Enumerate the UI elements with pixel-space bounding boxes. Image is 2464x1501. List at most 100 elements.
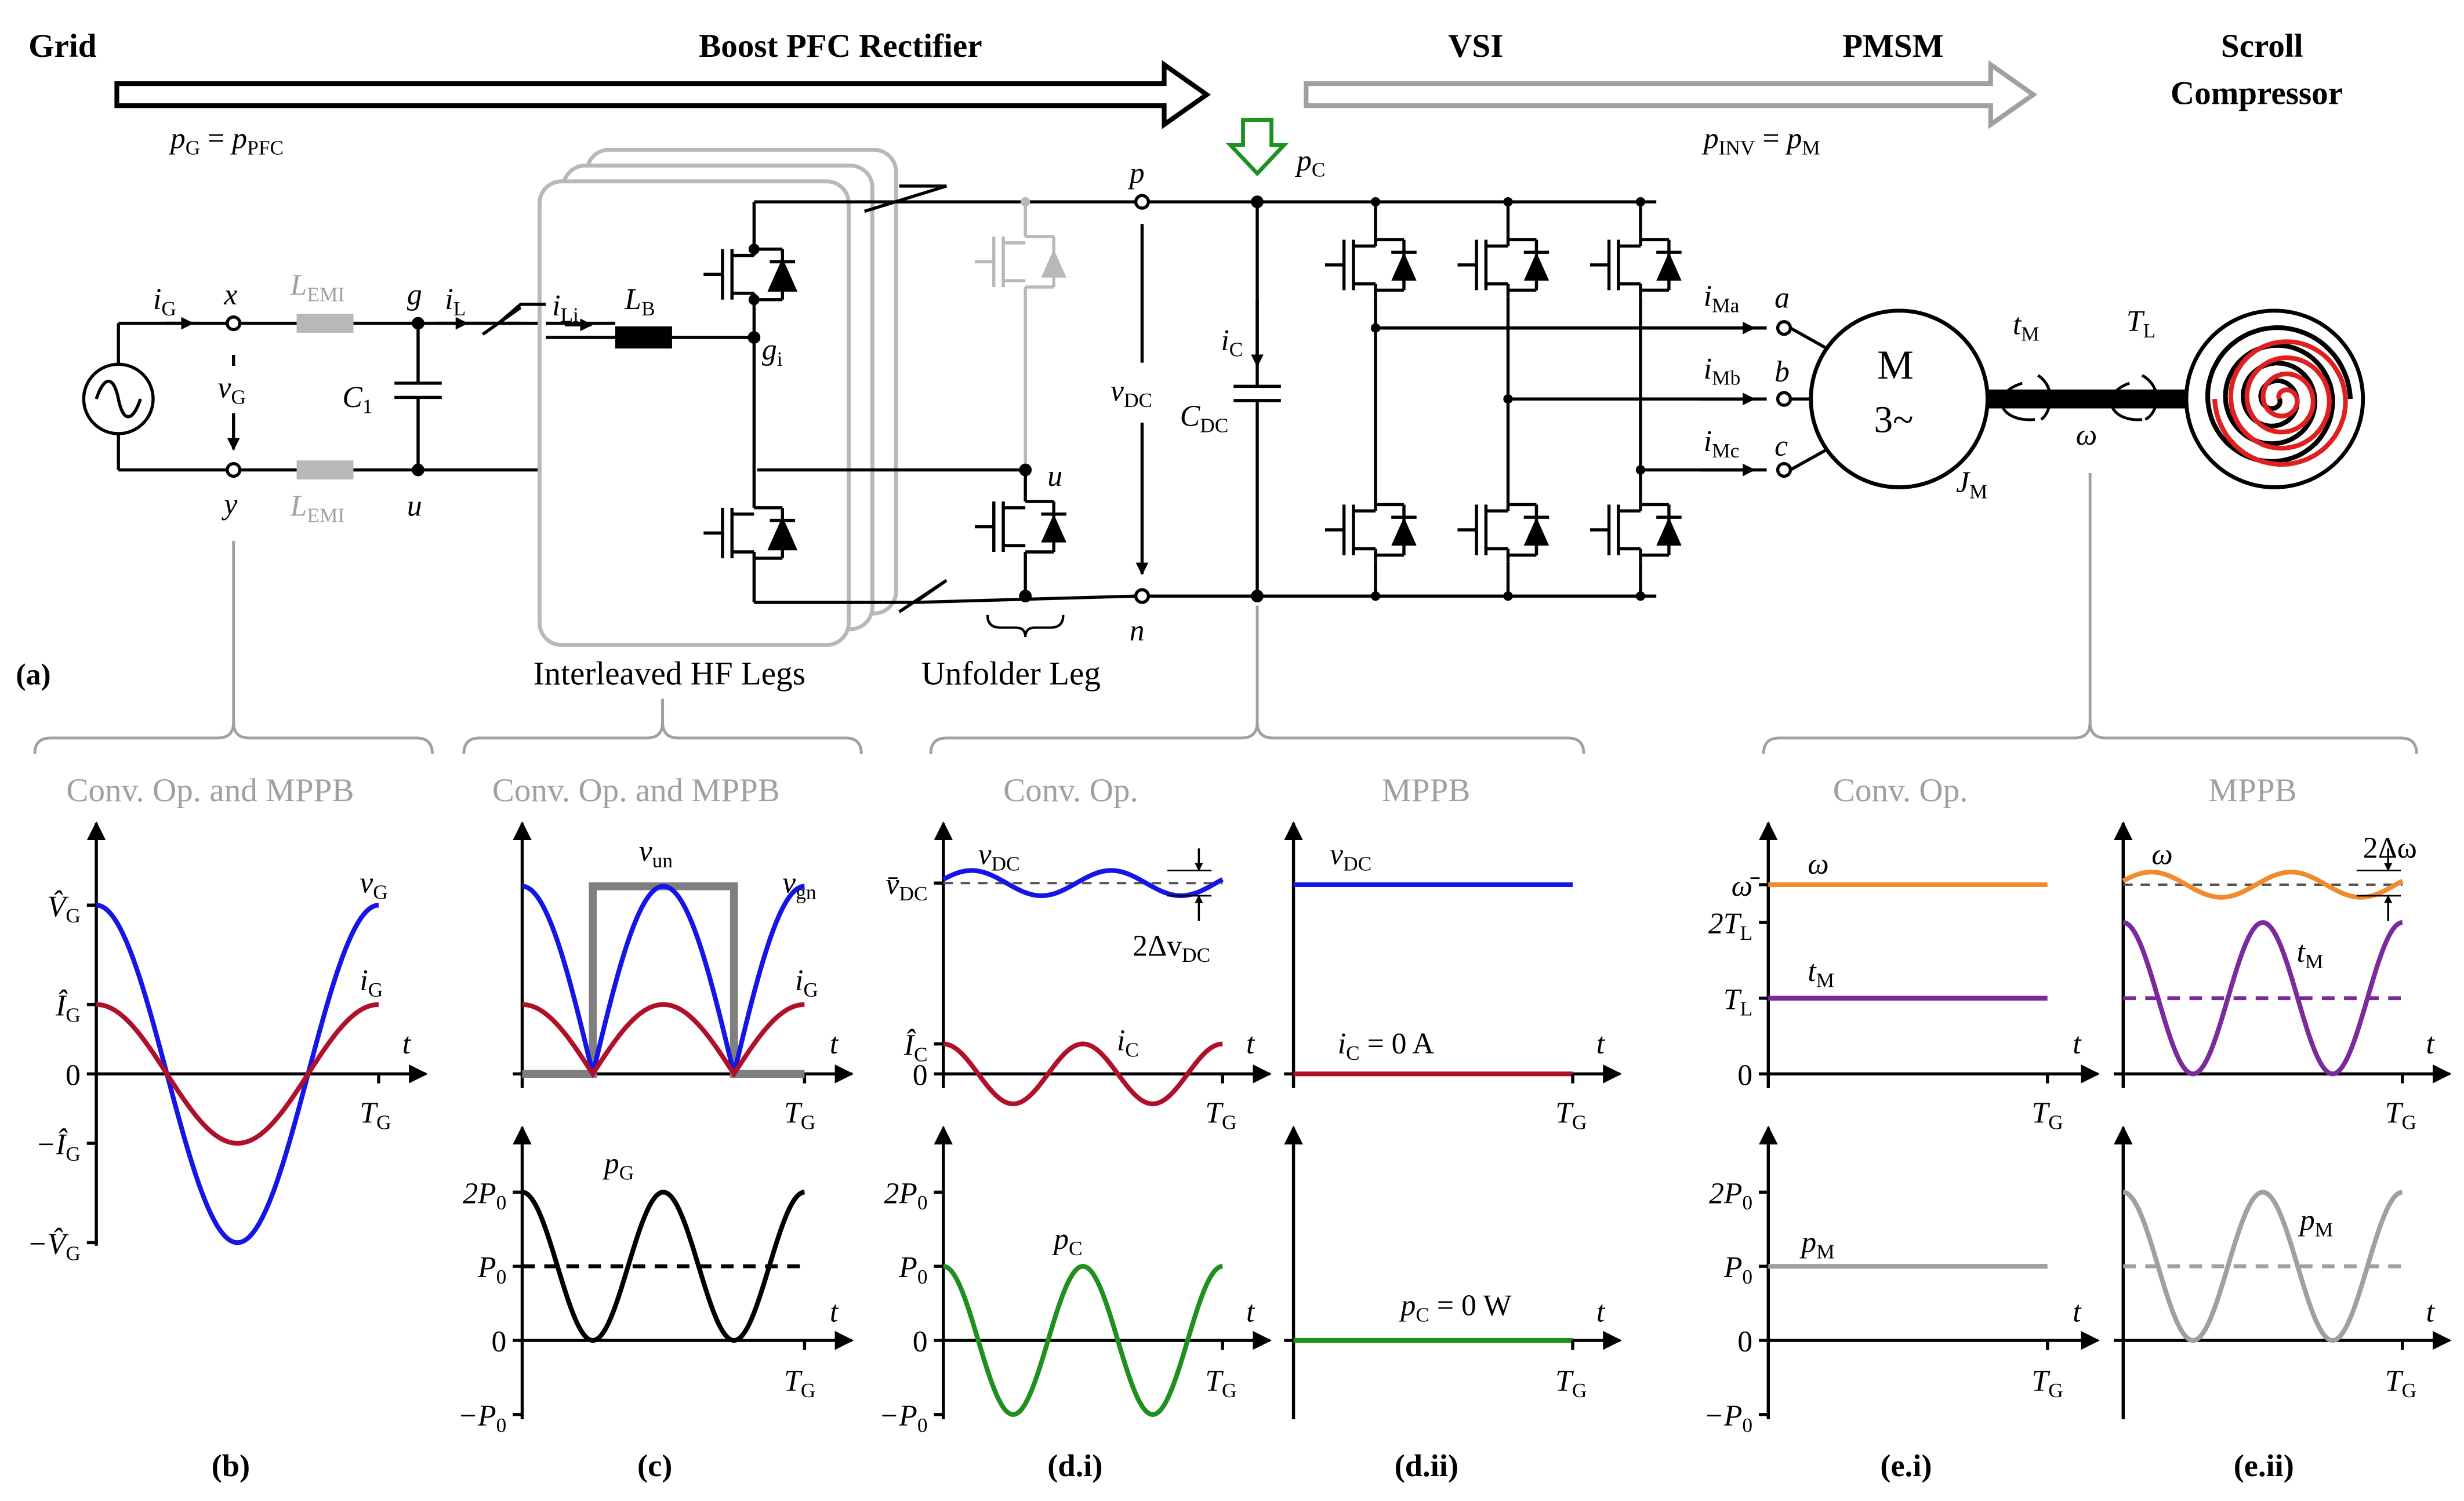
- motor-label-m: M: [1877, 343, 1914, 388]
- label-x: x: [223, 278, 237, 311]
- panel-labels: (b) (c) (d.i) (d.ii) (e.i) (e.ii): [212, 1448, 2294, 1483]
- tick-label-vdcbar: v̄DC: [886, 868, 927, 905]
- banner-pmsm: PMSM: [1842, 28, 1943, 64]
- terminal-x: [226, 315, 242, 332]
- vsi-bridge: [1324, 197, 1682, 601]
- vsi-switch-bottom: [1457, 498, 1549, 562]
- banner: Grid Boost PFC Rectifier VSI PMSM Scroll…: [28, 28, 2343, 159]
- vsi-leg: [1324, 197, 1417, 601]
- inductor-lb: [615, 326, 672, 349]
- terminal-y: [226, 461, 242, 478]
- unfolder-bottom: [975, 463, 1066, 603]
- splitter-bottom: [883, 579, 1136, 613]
- banner-boost: Boost PFC Rectifier: [699, 28, 982, 64]
- torque-tl-arrow: [2110, 374, 2158, 421]
- label-lb: LB: [624, 283, 655, 320]
- tick-label-zero: 0: [1737, 1059, 1752, 1092]
- group-braces: [33, 473, 2418, 754]
- label-pc: pC: [1294, 144, 1325, 181]
- label-imb: iMb: [1704, 352, 1740, 390]
- curve-label-ig: iG: [360, 964, 383, 1001]
- label-lemi-top: LEMI: [290, 269, 345, 306]
- curve-label-vg: vG: [360, 867, 387, 904]
- series-tm-pulsating: [2122, 920, 2403, 1077]
- axis-label-t: t: [2426, 1027, 2436, 1060]
- series-pm-pulsating: [2122, 1190, 2403, 1343]
- axis-label-t: t: [2073, 1295, 2082, 1328]
- plot-c-bottom-axes: [513, 1125, 854, 1419]
- terminal-p: [1134, 194, 1151, 210]
- hf-switch-bottom: [703, 337, 884, 604]
- label-y: y: [221, 488, 237, 521]
- axis-label-t: t: [1596, 1027, 1606, 1060]
- label-pinv-eq: pINV = pM: [1701, 122, 1820, 159]
- tick-label-zero: 0: [491, 1325, 506, 1358]
- curve-label-pc: pC: [1051, 1223, 1082, 1260]
- tick-label-2p0: 2P0: [884, 1177, 927, 1214]
- banner-scroll: Scroll: [2221, 28, 2303, 64]
- label-vdc: vDC: [1111, 375, 1152, 412]
- vsi-switch-top: [1457, 233, 1549, 297]
- label-vg: vG: [218, 371, 246, 408]
- scroll-spiral-red: [2212, 339, 2348, 467]
- curve-label-domega: 2Δω: [2363, 832, 2417, 865]
- series-pc: [943, 1264, 1223, 1417]
- label-ili: iLi: [552, 289, 579, 326]
- label-pg-eq: pG = pPFC: [168, 122, 284, 159]
- panel-label-c: (c): [637, 1448, 672, 1483]
- label-c: c: [1774, 430, 1788, 463]
- tick-label-tl: TL: [1723, 983, 1752, 1020]
- panel-label-dii: (d.ii): [1395, 1448, 1458, 1483]
- series-ig: [96, 1002, 379, 1146]
- plot-eii-top-axes: [2113, 821, 2452, 1088]
- label-lemi-bottom: LEMI: [290, 489, 345, 526]
- panel-label-di: (d.i): [1047, 1448, 1102, 1483]
- panel-label-eii: (e.ii): [2234, 1448, 2294, 1483]
- vsi-switch-top: [1590, 233, 1682, 297]
- curve-label-vdc: vDC: [978, 838, 1020, 875]
- label-g: g: [407, 278, 422, 311]
- label-ima: iMa: [1704, 280, 1740, 317]
- vsi-switch-top: [1324, 233, 1417, 297]
- axis-label-tg: TG: [784, 1097, 815, 1134]
- curve-label-vun: vun: [639, 835, 673, 872]
- curve-label-tm: tM: [1808, 955, 1834, 992]
- vsi-switch-bottom: [1324, 498, 1417, 562]
- unfolder-brace: [986, 615, 1065, 637]
- tick-label-p0: P0: [898, 1251, 927, 1288]
- label-panel-a: (a): [16, 658, 50, 691]
- pc-arrow-icon: [1225, 118, 1289, 177]
- label-ig: iG: [153, 283, 176, 320]
- circuit-labels: iG x vG y LEMI LEMI g C1 u iL iLi LB gi …: [16, 144, 2155, 692]
- curve-label-vgn: vgn: [782, 867, 817, 904]
- group-label-e-conv: Conv. Op.: [1833, 772, 1968, 809]
- label-il: iL: [445, 283, 466, 320]
- series-omega-ripple: [2122, 870, 2404, 900]
- axis-label-tg: TG: [1555, 1365, 1587, 1402]
- series-ic: [943, 1041, 1223, 1107]
- axis-label-tg: TG: [1205, 1365, 1236, 1402]
- label-jm: JM: [1956, 466, 1987, 503]
- series-pg: [522, 1190, 805, 1343]
- inductor-lemi-bottom: [296, 460, 354, 479]
- label-a: a: [1774, 281, 1790, 314]
- label-n: n: [1130, 614, 1145, 647]
- vsi-switch-bottom: [1590, 498, 1682, 562]
- hf-leg-box-1: [538, 179, 851, 647]
- label-tm: tM: [2013, 308, 2040, 346]
- curve-label-omega: ω: [2151, 838, 2172, 871]
- vsi-leg: [1457, 197, 1549, 601]
- arrow-vsi: [1304, 60, 2038, 129]
- label-u-unfolder: u: [1047, 460, 1062, 493]
- axis-label-t: t: [1596, 1295, 1606, 1328]
- group-label-b: Conv. Op. and MPPB: [66, 772, 354, 809]
- terminal-a: [1776, 320, 1792, 336]
- axis-label-tg: TG: [360, 1097, 391, 1134]
- series-vg: [96, 903, 379, 1245]
- axis-label-tg: TG: [2385, 1365, 2416, 1402]
- axis-label-t: t: [830, 1295, 839, 1328]
- curve-label-pg: pG: [602, 1147, 634, 1184]
- tick-label-mihat: −ÎG: [35, 1128, 81, 1165]
- terminal-n: [1134, 588, 1151, 604]
